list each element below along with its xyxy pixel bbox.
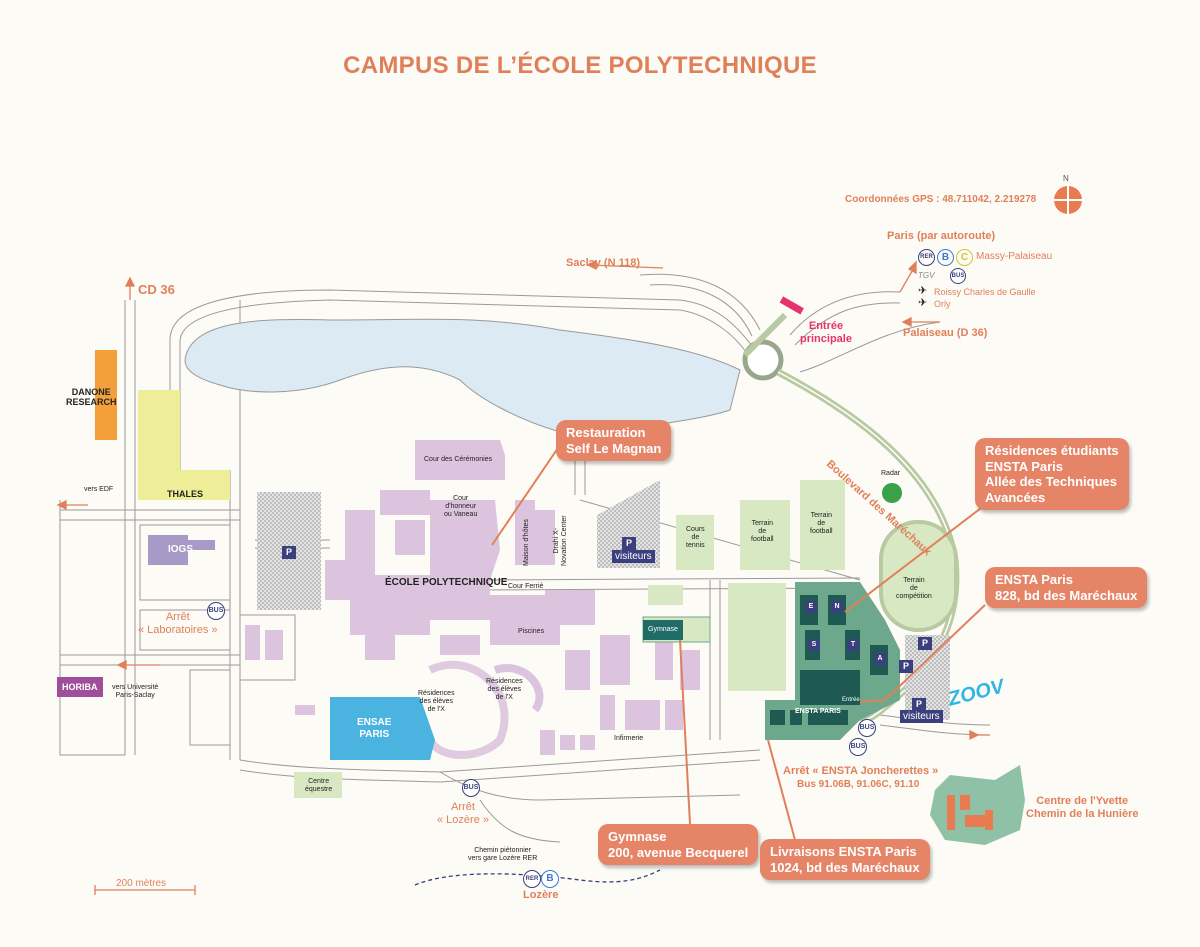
roundabout	[742, 339, 784, 381]
visitors-label: visiteurs	[612, 550, 655, 563]
road-saclay: Saclay (N 118)	[566, 257, 640, 269]
sports-fields	[648, 480, 845, 691]
residences-x-label-1: Résidences des élèves de l'X	[418, 690, 455, 714]
road-cd36: CD 36	[138, 282, 175, 297]
football-label-2: Terrain de football	[810, 512, 833, 536]
rer-c-icon: C	[956, 249, 973, 266]
callout-gymnase: Gymnase 200, avenue Becquerel	[598, 824, 759, 866]
bus-icon-paris: BUS	[950, 268, 966, 284]
bus-stop-icon-lozere: BUS	[462, 779, 480, 797]
orly-label: Orly	[934, 299, 951, 309]
parking-icon-ensta-1: P	[918, 637, 932, 650]
stop-lozere-label: Arrêt « Lozère »	[437, 801, 489, 826]
callout-ensta-paris: ENSTA Paris 828, bd des Maréchaux	[985, 567, 1148, 609]
roissy-label: Roissy Charles de Gaulle	[934, 287, 1036, 297]
iogs-building	[148, 535, 188, 565]
callout-restauration: Restauration Self Le Magnan	[556, 420, 672, 462]
horiba-label: HORIBA	[62, 682, 98, 692]
visitors-label-ensta: visiteurs	[900, 710, 943, 723]
football-label-1: Terrain de football	[751, 520, 774, 544]
main-entrance-label: Entrée principale	[800, 320, 852, 345]
gps-coordinates: Coordonnées GPS : 48.711042, 2.219278	[845, 194, 1037, 205]
parking-visitors	[597, 480, 660, 568]
centre-equestre-label: Centre équestre	[305, 778, 333, 794]
gymnase-label: Gymnase	[648, 626, 678, 633]
ensae-building	[330, 697, 435, 760]
rer-b-icon: B	[937, 249, 954, 266]
road-paris: Paris (par autoroute)	[887, 230, 996, 242]
competition-field	[879, 520, 958, 632]
radar-icon	[882, 483, 902, 503]
tgv-icon: TGV	[918, 271, 935, 280]
parking-icon-ensta-3: P	[912, 698, 926, 711]
danone-label: DANONE RESEARCH	[66, 387, 117, 408]
ensta-letter-t: T	[847, 639, 859, 651]
lozere-station-label: Lozère	[523, 889, 559, 901]
entry-marker	[779, 296, 804, 315]
page-title: CAMPUS DE L’ÉCOLE POLYTECHNIQUE	[343, 52, 817, 79]
ensae-label: ENSAE PARIS	[357, 717, 392, 740]
rer-icon: RER	[918, 249, 935, 266]
stop-ensta-label: Arrêt « ENSTA Joncherettes »	[783, 765, 939, 777]
ensta-letter-n: N	[831, 601, 843, 613]
piscines-label: Piscines	[518, 628, 545, 635]
parking-icon-ensta-2: P	[899, 660, 913, 673]
rer-b-icon-lozere: B	[541, 870, 559, 888]
yvette-site	[930, 765, 1025, 845]
ensta-letter-s: S	[808, 639, 820, 651]
stop-ensta-bus-lines: Bus 91.06B, 91.06C, 91.10	[797, 779, 920, 790]
airplane-icon-2: ✈	[918, 297, 928, 309]
cour-honneur-label: Cour d'honneur ou Vaneau	[444, 495, 478, 519]
residences-x-label-2: Résidences des élèves de l'X	[486, 678, 523, 702]
cour-ceremonies-label: Cour des Cérémonies	[424, 456, 493, 463]
iogs-label: IOGS	[168, 544, 194, 555]
horiba-building	[57, 677, 103, 697]
road-palaiseau: Palaiseau (D 36)	[903, 327, 988, 339]
ensta-letter-a: A	[874, 653, 886, 665]
callout-residences-ensta: Résidences étudiants ENSTA Paris Allée d…	[975, 438, 1129, 511]
ensta-entrance-label: Entrée	[842, 697, 860, 703]
ecole-label: ÉCOLE POLYTECHNIQUE	[385, 577, 508, 588]
scale-bar	[94, 885, 196, 895]
massy-label: Massy-Palaiseau	[976, 251, 1053, 262]
yvette-label: Centre de l'Yvette Chemin de la Hunière	[1026, 795, 1139, 820]
bus-stop-icon-ensta-2: BUS	[849, 738, 867, 756]
cour-ferrie-label: Cour Ferrié	[508, 583, 544, 590]
thales-label: THALES	[167, 489, 203, 499]
parking-icon-visitors: P	[622, 537, 636, 550]
airplane-icon: ✈	[918, 285, 928, 297]
bus-stop-icon-ensta-1: BUS	[858, 719, 876, 737]
maison-hotes-label: Maison d'hôtes	[523, 519, 530, 566]
tennis-label: Cours de tennis	[686, 526, 705, 550]
ensta-label: ENSTA PARIS	[795, 708, 841, 715]
vers-universite-label: vers Université Paris-Saclay	[112, 684, 159, 700]
vers-edf-label: vers EDF	[84, 486, 114, 493]
parking-icon-main: P	[282, 546, 296, 559]
callout-livraisons: Livraisons ENSTA Paris 1024, bd des Maré…	[760, 839, 930, 881]
danone-building	[95, 350, 117, 440]
competition-label: Terrain de compétition	[896, 577, 932, 601]
radar-label: Radar	[881, 470, 901, 477]
compass-label: N	[1063, 174, 1069, 183]
scale-label: 200 mètres	[116, 878, 167, 889]
stop-laboratoires-label: Arrêt « Laboratoires »	[138, 611, 218, 636]
bus-stop-icon-laboratoires: BUS	[207, 602, 225, 620]
lake	[184, 318, 741, 433]
ecole-buildings	[245, 440, 700, 755]
rer-icon-lozere: RER	[523, 870, 541, 888]
rer-line	[414, 869, 661, 886]
drahi-label: Drahi X- Novation Center	[553, 515, 569, 566]
pedestrian-path-label: Chemin piétonnier vers gare Lozère RER	[468, 847, 538, 863]
ensta-letter-e: E	[805, 601, 817, 613]
infirmerie-label: Infirmerie	[614, 735, 644, 742]
